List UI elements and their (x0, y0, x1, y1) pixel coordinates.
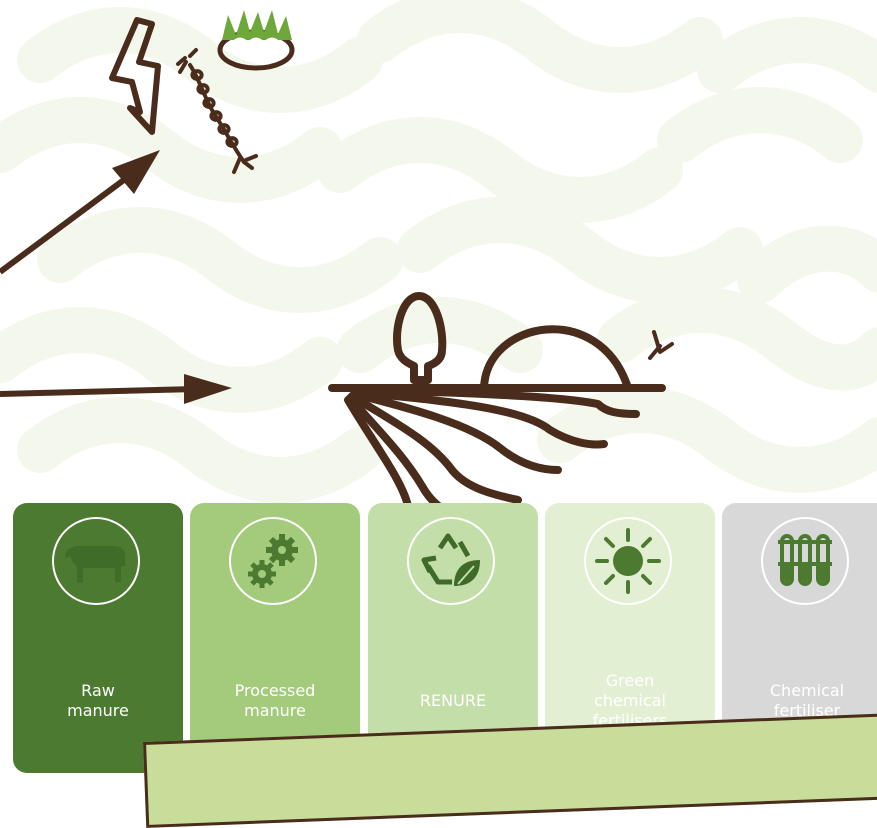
gears-icon (229, 517, 317, 605)
sun-icon (584, 517, 672, 605)
arrow-to-field (0, 374, 232, 404)
recycle-leaf-icon (407, 517, 495, 605)
card-label: RENURE (368, 691, 538, 711)
arrow-to-top-icons (0, 150, 160, 272)
lightning-icon (112, 20, 158, 132)
card-label: Raw manure (13, 681, 183, 721)
grass-patch-icon (220, 10, 292, 68)
test-tubes-icon (761, 517, 849, 605)
card-processed-manure[interactable]: Processed manure (190, 503, 360, 773)
card-raw-manure[interactable]: Raw manure (13, 503, 183, 773)
cow-icon (52, 517, 140, 605)
card-label: Processed manure (190, 681, 360, 721)
